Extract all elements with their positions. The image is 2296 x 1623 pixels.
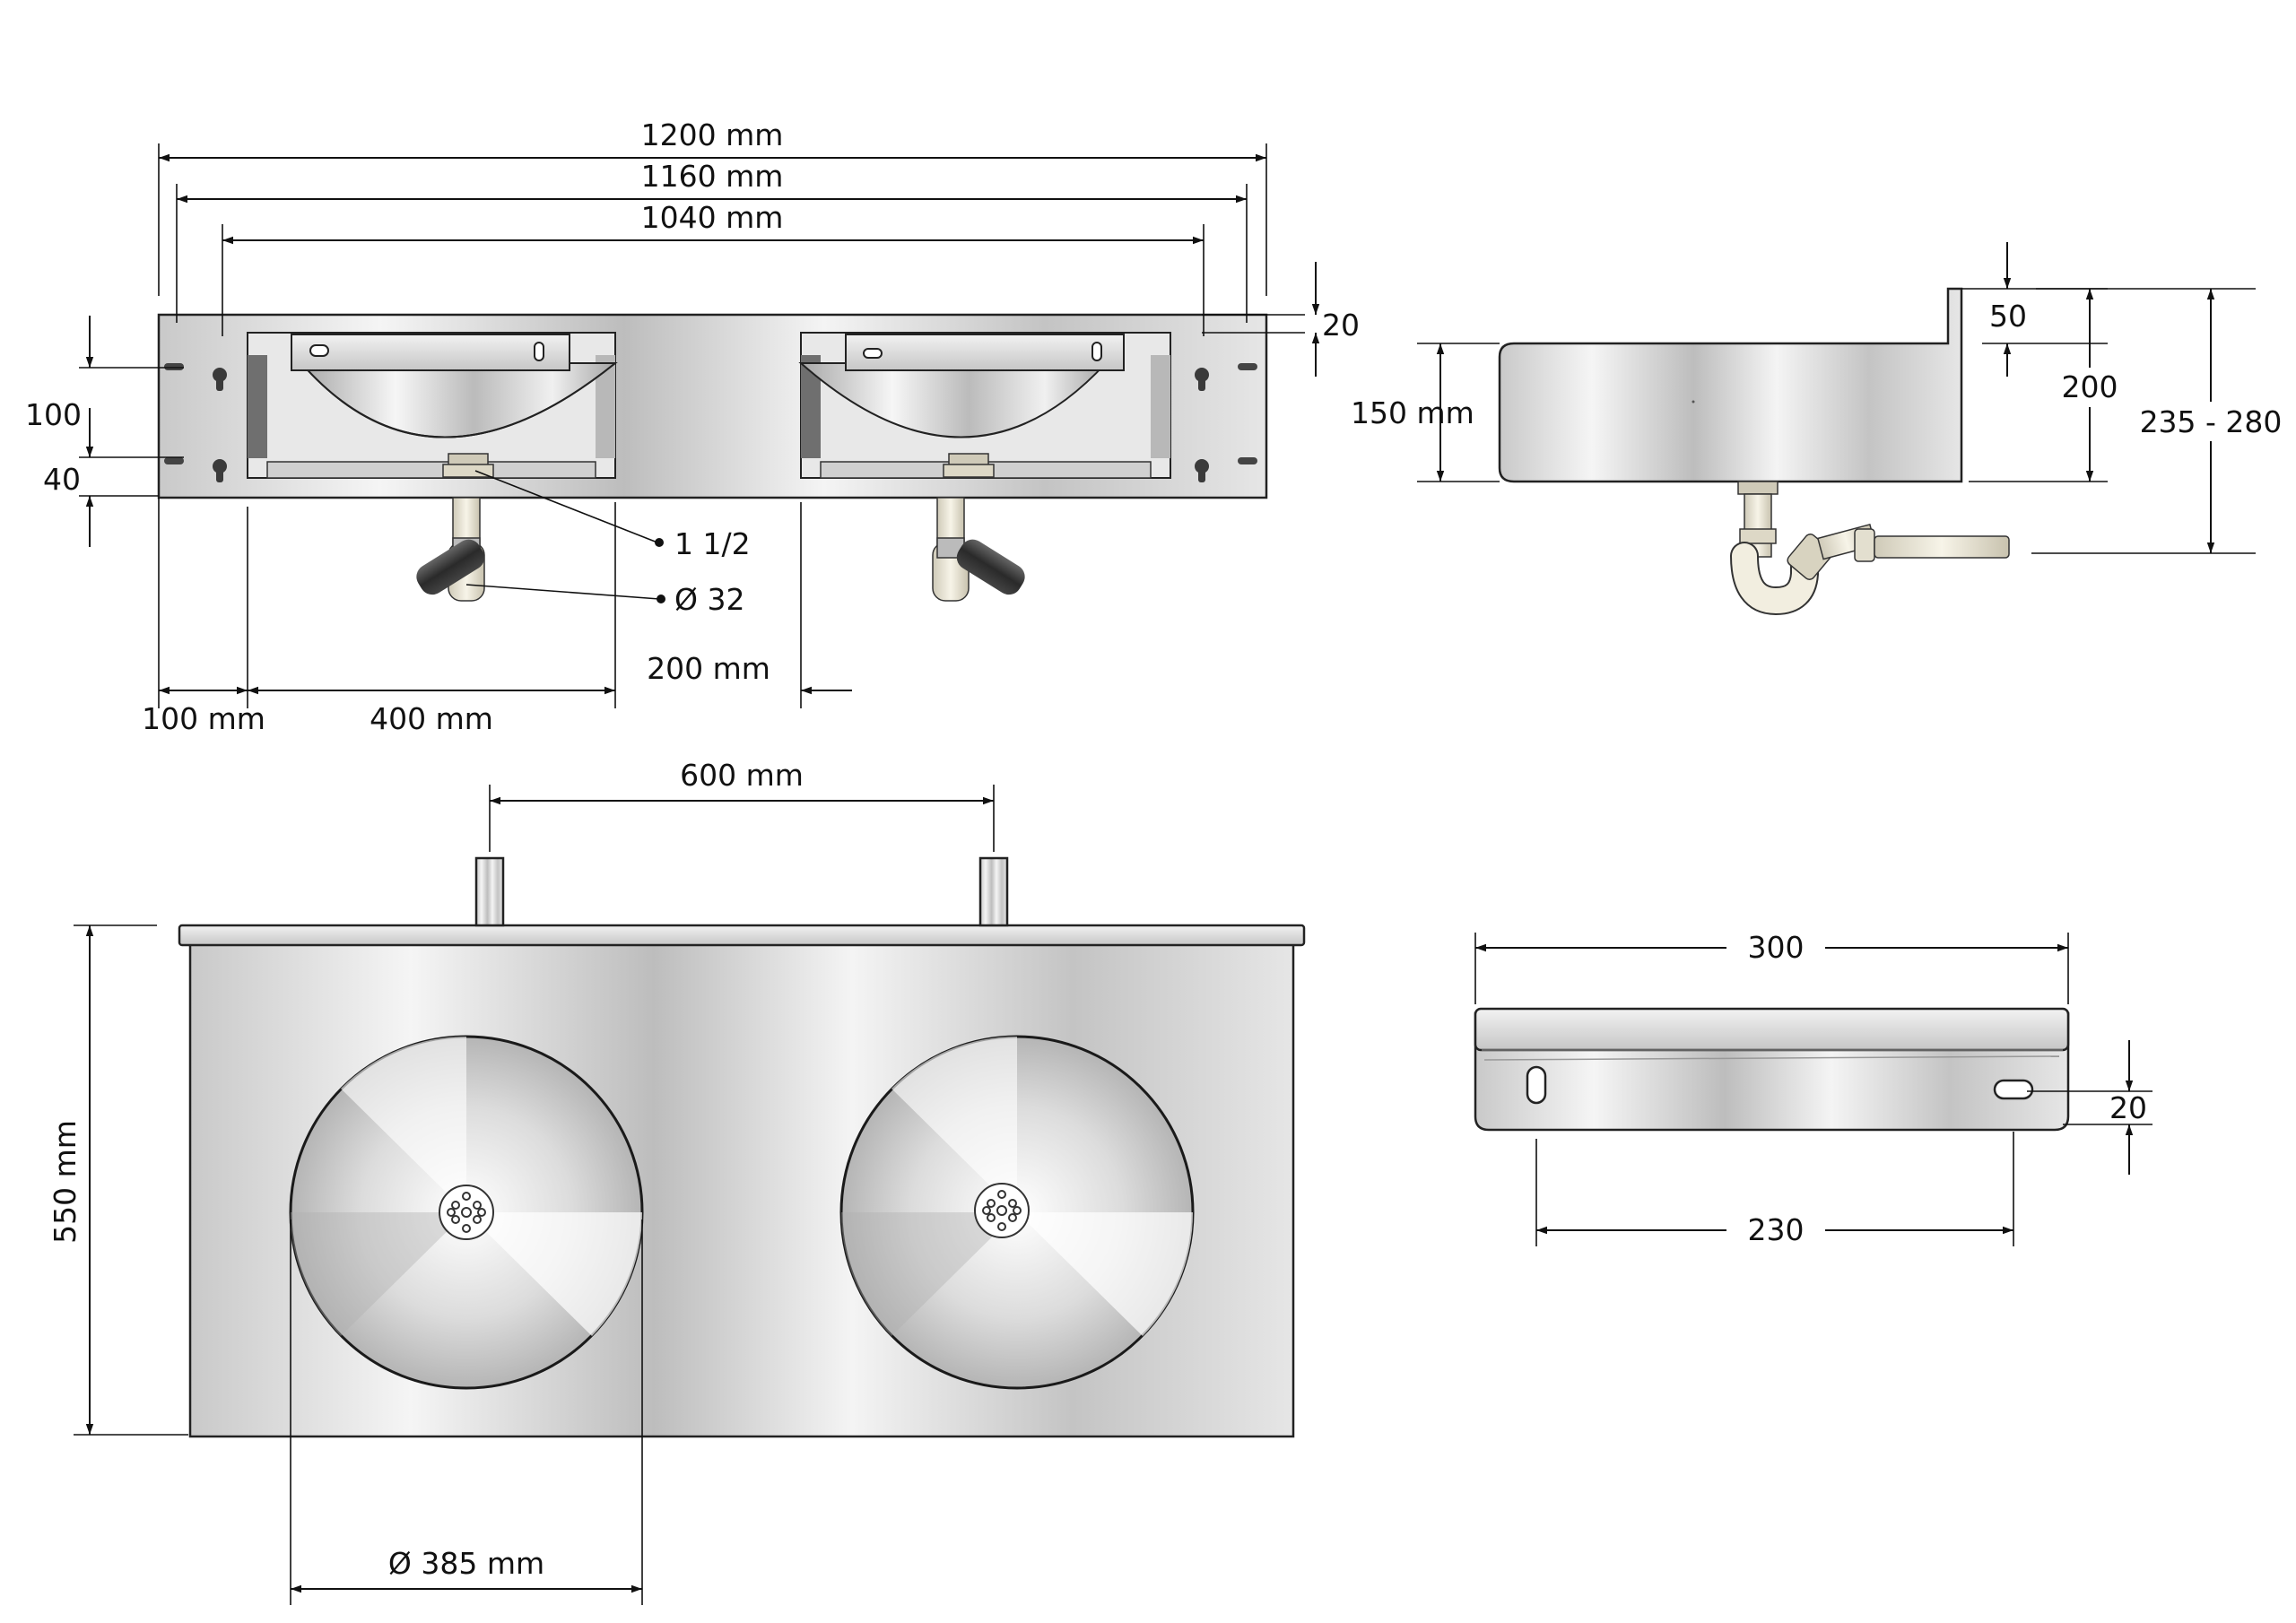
dim-height-200: 200 <box>2062 369 2118 404</box>
tap-left <box>474 856 505 927</box>
dim-top-offset: 20 <box>1322 308 1360 343</box>
label-drain-size: 1 1/2 <box>674 526 751 561</box>
keyhole-icon <box>213 368 1209 482</box>
dim-height-range: 235 - 280 <box>2140 404 2283 439</box>
dim-bottom-offset: 40 <box>43 462 81 497</box>
dim-slot-spacing: 230 <box>1748 1212 1805 1247</box>
dim-tap-spacing: 600 mm <box>680 758 804 793</box>
top-view: 600 mm 550 mm Ø 385 mm <box>48 758 1306 1605</box>
side-view: 50 150 mm 200 235 - 280 <box>1351 242 2285 616</box>
dim-bowl-width: 400 mm <box>370 701 493 736</box>
bracket-slot-horizontal <box>1993 1079 2034 1100</box>
bowl-right <box>839 1035 1195 1390</box>
dim-left-margin: 100 mm <box>142 701 265 736</box>
bracket-view: 300 20 230 <box>1474 930 2152 1247</box>
side-basin-body <box>1498 287 1963 483</box>
mount-slot <box>164 363 184 370</box>
drain-strainer-icon <box>447 1192 486 1233</box>
dim-gap-between: 200 mm <box>647 651 770 686</box>
label-pipe-diameter: Ø 32 <box>674 582 744 617</box>
dim-1040: 1040 mm <box>641 200 784 235</box>
dim-depth-150: 150 mm <box>1351 395 1474 430</box>
dim-bracket-width: 300 <box>1748 930 1805 965</box>
tap-right <box>978 856 1009 927</box>
front-view: 1200 mm 1160 mm 1040 mm 20 100 40 1 1/2 … <box>25 117 1360 736</box>
dim-upstand: 50 <box>1989 299 2027 334</box>
left-basin-rim <box>291 334 570 371</box>
bracket-top-lip <box>1474 1007 2070 1052</box>
dim-1200: 1200 mm <box>641 117 784 152</box>
bracket-slot-vertical <box>1526 1065 1547 1105</box>
dim-slot-offset: 20 <box>2109 1090 2147 1125</box>
dim-depth-550: 550 mm <box>48 1120 83 1244</box>
mount-slot <box>164 457 184 464</box>
drain-strainer-icon <box>982 1190 1022 1231</box>
top-rim <box>178 924 1306 947</box>
mount-slot <box>1238 363 1257 370</box>
mount-slot <box>1238 457 1257 464</box>
right-basin-rim <box>845 334 1125 371</box>
dim-1160: 1160 mm <box>641 159 784 194</box>
right-basin-bowl <box>798 362 1109 438</box>
right-trap <box>932 497 1025 602</box>
bowl-left <box>289 1035 644 1390</box>
side-trap <box>1730 481 2010 616</box>
left-trap <box>416 497 485 602</box>
dim-bowl-diameter: Ø 385 mm <box>388 1546 544 1581</box>
dim-hole-spacing: 100 <box>25 397 82 432</box>
